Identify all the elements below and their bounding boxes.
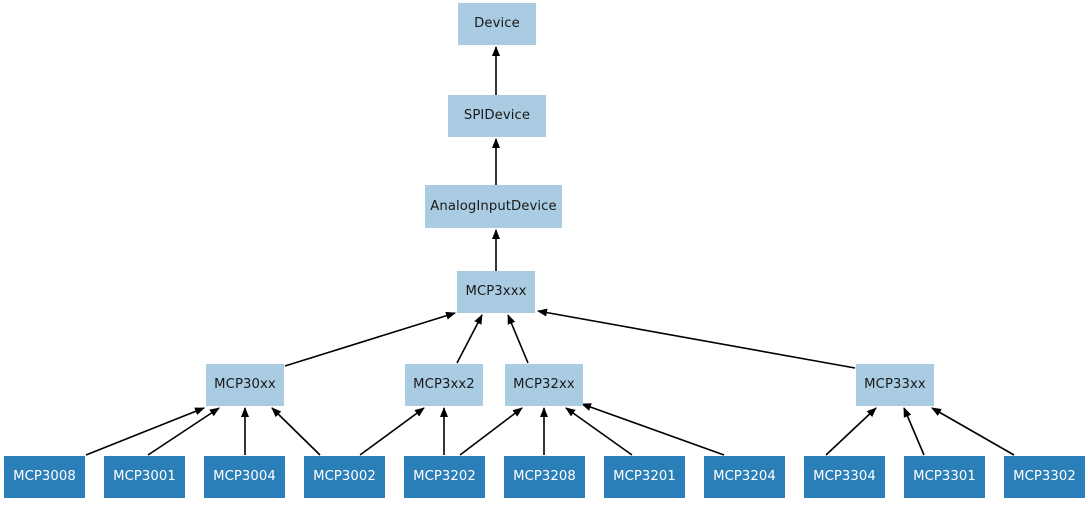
inheritance-arrow: [507, 314, 529, 364]
class-node-mcp3202[interactable]: MCP3202: [404, 456, 485, 498]
class-node-mcp3304[interactable]: MCP3304: [804, 456, 885, 498]
inheritance-arrow: [459, 407, 523, 456]
inheritance-arrow: [85, 407, 205, 456]
class-node-label: MCP3204: [713, 469, 776, 485]
class-node-label: MCP30xx: [214, 377, 276, 393]
inheritance-arrow: [825, 407, 877, 456]
class-node-label: MCP3008: [13, 469, 76, 485]
inheritance-arrow: [359, 407, 425, 456]
class-node-label: AnalogInputDevice: [430, 198, 557, 214]
inheritance-arrow: [271, 407, 321, 456]
class-node-spidevice[interactable]: SPIDevice: [448, 95, 546, 137]
inheritance-arrow: [537, 308, 856, 369]
class-node-mcp30xx[interactable]: MCP30xx: [206, 364, 284, 406]
class-node-label: MCP3004: [213, 469, 276, 485]
class-node-mcp32xx[interactable]: MCP32xx: [505, 364, 583, 406]
class-node-mcp3xxx[interactable]: MCP3xxx: [457, 271, 535, 313]
class-node-mcp33xx[interactable]: MCP33xx: [856, 364, 934, 406]
class-node-mcp3001[interactable]: MCP3001: [104, 456, 185, 498]
class-node-label: Device: [474, 16, 520, 32]
class-node-label: MCP3304: [813, 469, 876, 485]
class-node-mcp3301[interactable]: MCP3301: [904, 456, 985, 498]
class-node-mcp3302[interactable]: MCP3302: [1004, 456, 1085, 498]
class-node-label: MCP3302: [1013, 469, 1076, 485]
class-node-device[interactable]: Device: [458, 3, 536, 45]
class-node-label: MCP3002: [313, 469, 376, 485]
inheritance-arrow: [931, 407, 1015, 456]
inheritance-arrow: [581, 403, 725, 456]
inheritance-arrow: [456, 314, 483, 364]
class-node-analoginputdevice[interactable]: AnalogInputDevice: [425, 185, 562, 228]
class-node-label: MCP3001: [113, 469, 176, 485]
class-node-label: MCP3208: [513, 469, 576, 485]
inheritance-arrow: [284, 311, 456, 367]
class-node-label: SPIDevice: [463, 108, 531, 124]
inheritance-arrow: [903, 407, 925, 456]
class-node-mcp3004[interactable]: MCP3004: [204, 456, 285, 498]
class-node-mcp3xx2[interactable]: MCP3xx2: [405, 364, 483, 406]
inheritance-arrow: [147, 407, 220, 456]
class-node-mcp3008[interactable]: MCP3008: [4, 456, 85, 498]
class-node-label: MCP3201: [613, 469, 676, 485]
class-node-label: MCP3202: [413, 469, 476, 485]
inheritance-arrow: [565, 407, 633, 456]
class-node-label: MCP32xx: [513, 377, 575, 393]
class-node-label: MCP33xx: [864, 377, 926, 393]
class-node-label: MCP3xx2: [413, 377, 475, 393]
class-node-mcp3002[interactable]: MCP3002: [304, 456, 385, 498]
class-node-mcp3201[interactable]: MCP3201: [604, 456, 685, 498]
class-node-label: MCP3301: [913, 469, 976, 485]
class-node-label: MCP3xxx: [465, 284, 527, 300]
class-node-mcp3204[interactable]: MCP3204: [704, 456, 785, 498]
class-node-mcp3208[interactable]: MCP3208: [504, 456, 585, 498]
